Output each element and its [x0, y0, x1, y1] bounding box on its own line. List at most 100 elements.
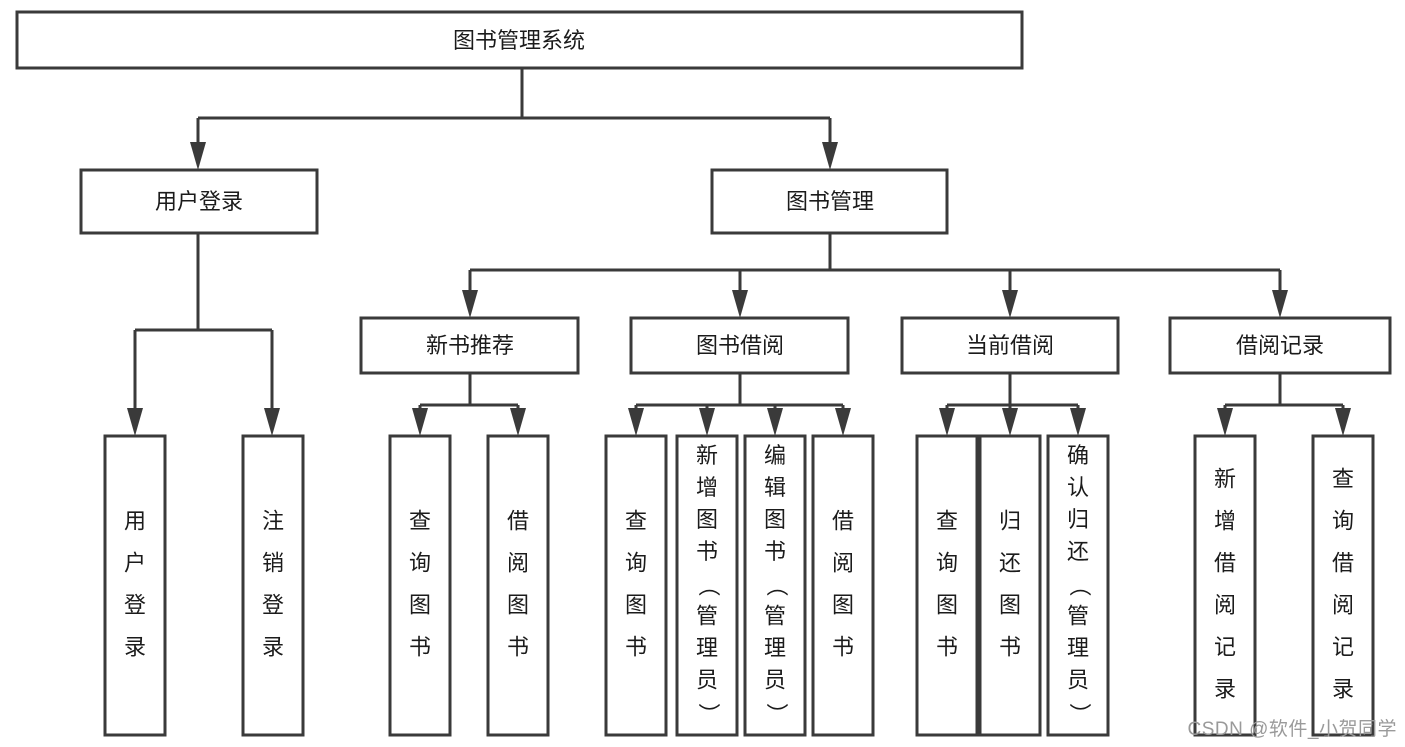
- svg-text:用: 用: [124, 508, 146, 533]
- node-new-book-recommend[interactable]: 新书推荐: [359, 316, 580, 375]
- leaf-user-logout[interactable]: [241, 434, 305, 737]
- leaf-add-book-box[interactable]: [675, 434, 739, 737]
- node-book-borrow[interactable]: 图书借阅: [629, 316, 850, 375]
- svg-text:书: 书: [625, 634, 647, 659]
- leaf-return-book-box[interactable]: [978, 434, 1042, 737]
- svg-text:管: 管: [696, 603, 718, 628]
- arrow-head-book-borrow: [732, 290, 748, 318]
- leaf-borrow-book-2[interactable]: [811, 434, 875, 737]
- leaf-edit-book-box[interactable]: [743, 434, 807, 737]
- leaf-return-book[interactable]: [978, 434, 1042, 737]
- leaf-query-book-3-box[interactable]: [915, 434, 979, 737]
- arrow-head-leaf-user-login: [127, 408, 143, 436]
- svg-text:辑: 辑: [764, 475, 786, 500]
- svg-text:借: 借: [1332, 550, 1354, 575]
- leaf-user-login-box[interactable]: [103, 434, 167, 737]
- svg-text:阅: 阅: [507, 550, 529, 575]
- node-borrow-record-label: 借阅记录: [1236, 333, 1324, 358]
- node-book-manage-box[interactable]: [710, 168, 949, 235]
- svg-text:借: 借: [832, 508, 854, 533]
- svg-text:销: 销: [262, 550, 284, 575]
- leaf-borrow-book-1-box[interactable]: [486, 434, 550, 737]
- svg-text:理: 理: [1067, 636, 1089, 661]
- svg-text:图: 图: [625, 592, 647, 617]
- svg-text:录: 录: [1332, 676, 1354, 701]
- node-new-book-recommend-box[interactable]: [359, 316, 580, 375]
- leaf-query-book-3[interactable]: [915, 434, 979, 737]
- leaf-add-borrow-record-box[interactable]: [1193, 434, 1257, 737]
- leaf-edit-book[interactable]: [743, 434, 807, 737]
- svg-text:还: 还: [1067, 539, 1089, 564]
- leaf-query-book-1[interactable]: [388, 434, 452, 737]
- node-root-box[interactable]: [15, 10, 1024, 70]
- svg-text:阅: 阅: [832, 550, 854, 575]
- arrow-head-leaf-user-logout: [264, 408, 280, 436]
- leaf-query-book-1-box[interactable]: [388, 434, 452, 737]
- node-book-borrow-label: 图书借阅: [696, 333, 784, 358]
- svg-text:）: ）: [696, 703, 721, 725]
- svg-text:户: 户: [124, 550, 146, 575]
- svg-text:书: 书: [832, 634, 854, 659]
- arrow-head-borrow-record: [1272, 290, 1288, 318]
- connector-layer: [127, 68, 1351, 436]
- leaf-add-borrow-record[interactable]: [1193, 434, 1257, 737]
- leaf-borrow-book-2-box[interactable]: [811, 434, 875, 737]
- leaf-borrow-book-1[interactable]: [486, 434, 550, 737]
- svg-text:图: 图: [832, 592, 854, 617]
- svg-text:（: （: [764, 574, 789, 596]
- svg-text:记: 记: [1214, 634, 1236, 659]
- svg-text:询: 询: [936, 550, 958, 575]
- arrow-head-leaf-return-book: [1002, 408, 1018, 436]
- svg-text:询: 询: [1332, 508, 1354, 533]
- svg-text:询: 询: [409, 550, 431, 575]
- svg-text:归: 归: [1067, 507, 1089, 532]
- node-root[interactable]: 图书管理系统: [15, 10, 1024, 70]
- leaf-query-borrow-record-box[interactable]: [1311, 434, 1375, 737]
- svg-text:员: 员: [1067, 668, 1089, 693]
- svg-text:登: 登: [262, 592, 284, 617]
- svg-text:书: 书: [696, 539, 718, 564]
- arrow-head-leaf-query-book-2: [628, 408, 644, 436]
- svg-text:图: 图: [936, 592, 958, 617]
- svg-text:新: 新: [1214, 466, 1236, 491]
- svg-text:查: 查: [1332, 466, 1354, 491]
- arrow-head-leaf-query-book-1: [412, 408, 428, 436]
- svg-text:（: （: [1067, 574, 1092, 596]
- node-book-borrow-box[interactable]: [629, 316, 850, 375]
- svg-text:书: 书: [936, 634, 958, 659]
- leaf-add-book[interactable]: [675, 434, 739, 737]
- leaf-confirm-return[interactable]: [1046, 434, 1110, 737]
- svg-text:（: （: [696, 574, 721, 596]
- node-borrow-record-box[interactable]: [1168, 316, 1392, 375]
- svg-text:阅: 阅: [1214, 592, 1236, 617]
- leaf-query-borrow-record[interactable]: [1311, 434, 1375, 737]
- leaf-confirm-return-box[interactable]: [1046, 434, 1110, 737]
- svg-text:注: 注: [262, 508, 284, 533]
- svg-text:记: 记: [1332, 634, 1354, 659]
- arrow-head-leaf-query-book-3: [939, 408, 955, 436]
- arrow-head-leaf-add-book: [699, 408, 715, 436]
- svg-text:确: 确: [1067, 443, 1089, 468]
- node-book-manage[interactable]: 图书管理: [710, 168, 949, 235]
- svg-text:借: 借: [507, 508, 529, 533]
- leaf-query-book-2-box[interactable]: [604, 434, 668, 737]
- svg-text:图: 图: [507, 592, 529, 617]
- leaf-user-logout-box[interactable]: [241, 434, 305, 737]
- node-current-borrow[interactable]: 当前借阅: [900, 316, 1120, 375]
- node-borrow-record[interactable]: 借阅记录: [1168, 316, 1392, 375]
- node-user-login[interactable]: 用户登录: [79, 168, 319, 235]
- node-current-borrow-box[interactable]: [900, 316, 1120, 375]
- arrow-head-leaf-borrow-book-1: [510, 408, 526, 436]
- leaf-user-login[interactable]: [103, 434, 167, 737]
- leaf-query-book-2[interactable]: [604, 434, 668, 737]
- node-user-login-box[interactable]: [79, 168, 319, 235]
- svg-text:）: ）: [764, 703, 789, 725]
- arrow-head-book-manage: [822, 142, 838, 170]
- svg-text:管: 管: [764, 603, 786, 628]
